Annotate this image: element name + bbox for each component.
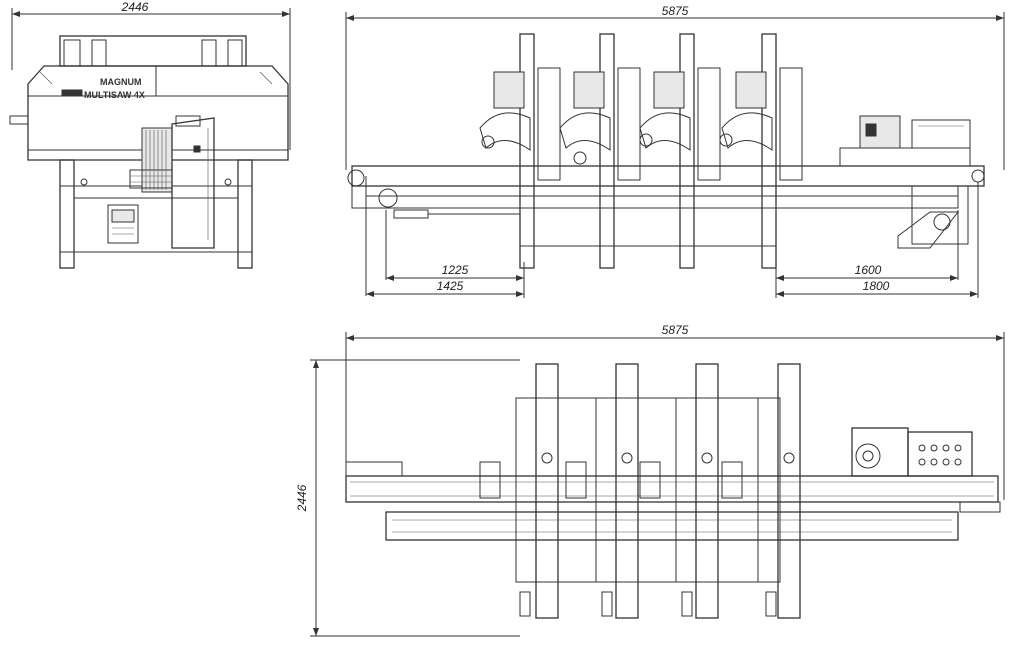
top-saw-head-1 <box>479 363 559 619</box>
top-length-dimension: 5875 <box>662 323 689 337</box>
right-dim-1800: 1800 <box>863 279 890 293</box>
top-view: 5875 2446 <box>295 323 1005 637</box>
saw-head-1 <box>479 33 561 269</box>
front-width-dimension: 2446 <box>121 0 149 14</box>
side-view: 5875 <box>345 4 1005 298</box>
top-saw-head-4 <box>721 363 801 619</box>
saw-head-4 <box>719 33 803 269</box>
saw-head-2 <box>559 33 641 269</box>
front-view: 2446 MAGNUM MULTISAW 4X <box>9 0 291 269</box>
saw-head-3 <box>639 33 721 269</box>
top-width-dimension: 2446 <box>295 484 309 512</box>
blade-stack <box>145 130 167 190</box>
side-length-dimension: 5875 <box>662 4 689 18</box>
top-saw-head-3 <box>639 363 719 619</box>
right-dim-1600: 1600 <box>855 263 882 277</box>
left-dim-1425: 1425 <box>437 279 464 293</box>
left-dim-1225: 1225 <box>442 263 469 277</box>
machine-brand-logo: MAGNUM <box>100 77 142 87</box>
top-saw-head-2 <box>565 363 639 619</box>
machine-model-label: MULTISAW 4X <box>84 90 145 100</box>
logo-stripes-icon <box>61 89 83 97</box>
